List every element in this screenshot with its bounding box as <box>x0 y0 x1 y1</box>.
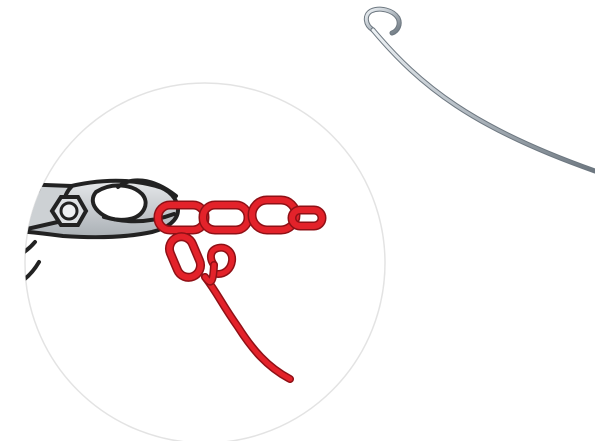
hex-bolt-icon <box>52 197 86 225</box>
metal-wire-hook-icon <box>355 0 595 200</box>
hook-product-photo <box>355 0 595 200</box>
detail-circle-frame <box>25 83 385 441</box>
detail-illustration <box>0 68 386 441</box>
circular-detail-view <box>0 68 386 441</box>
